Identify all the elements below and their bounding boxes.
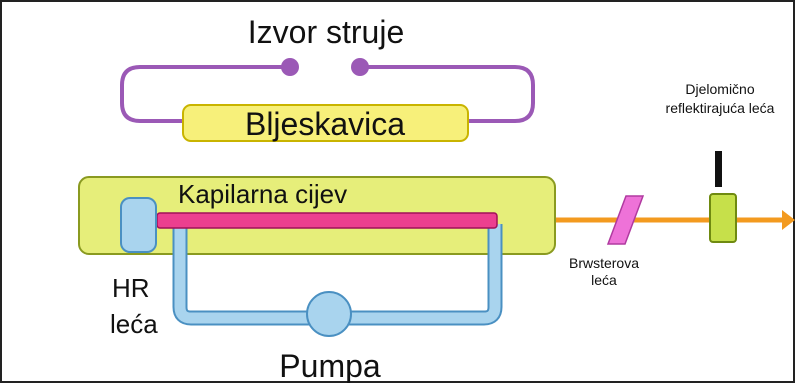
capillary-tube-label: Kapilarna cijev [178, 179, 347, 209]
hr-mirror-label-line1: HR [112, 273, 150, 303]
power-source-label: Izvor struje [248, 14, 404, 50]
brewster-label-line2: leća [591, 272, 617, 288]
capillary-tube [156, 212, 498, 229]
pump-symbol [306, 291, 352, 337]
flashlamp [182, 104, 469, 142]
terminal-right [351, 58, 369, 76]
circuit-wire-left [120, 65, 290, 123]
hr-mirror-label-line2: leća [110, 309, 158, 339]
coolant-loop [172, 224, 503, 337]
brewster-window [606, 195, 645, 245]
circuit-wire-right [360, 65, 535, 123]
mirror-mount-post [715, 151, 722, 187]
terminal-left [281, 58, 299, 76]
flashlamp-label: Bljeskavica [245, 106, 405, 142]
pump-label: Pumpa [279, 348, 381, 383]
partial-mirror-label-line1: Djelomično [685, 81, 754, 97]
beam-arrowhead [782, 210, 795, 230]
partial-mirror-label-line2: reflektirajuća leća [666, 100, 775, 116]
power-circuit [120, 58, 535, 123]
brewster-label-line1: Brwsterova [569, 255, 639, 271]
hr-mirror [120, 197, 157, 253]
partial-mirror [709, 193, 737, 243]
